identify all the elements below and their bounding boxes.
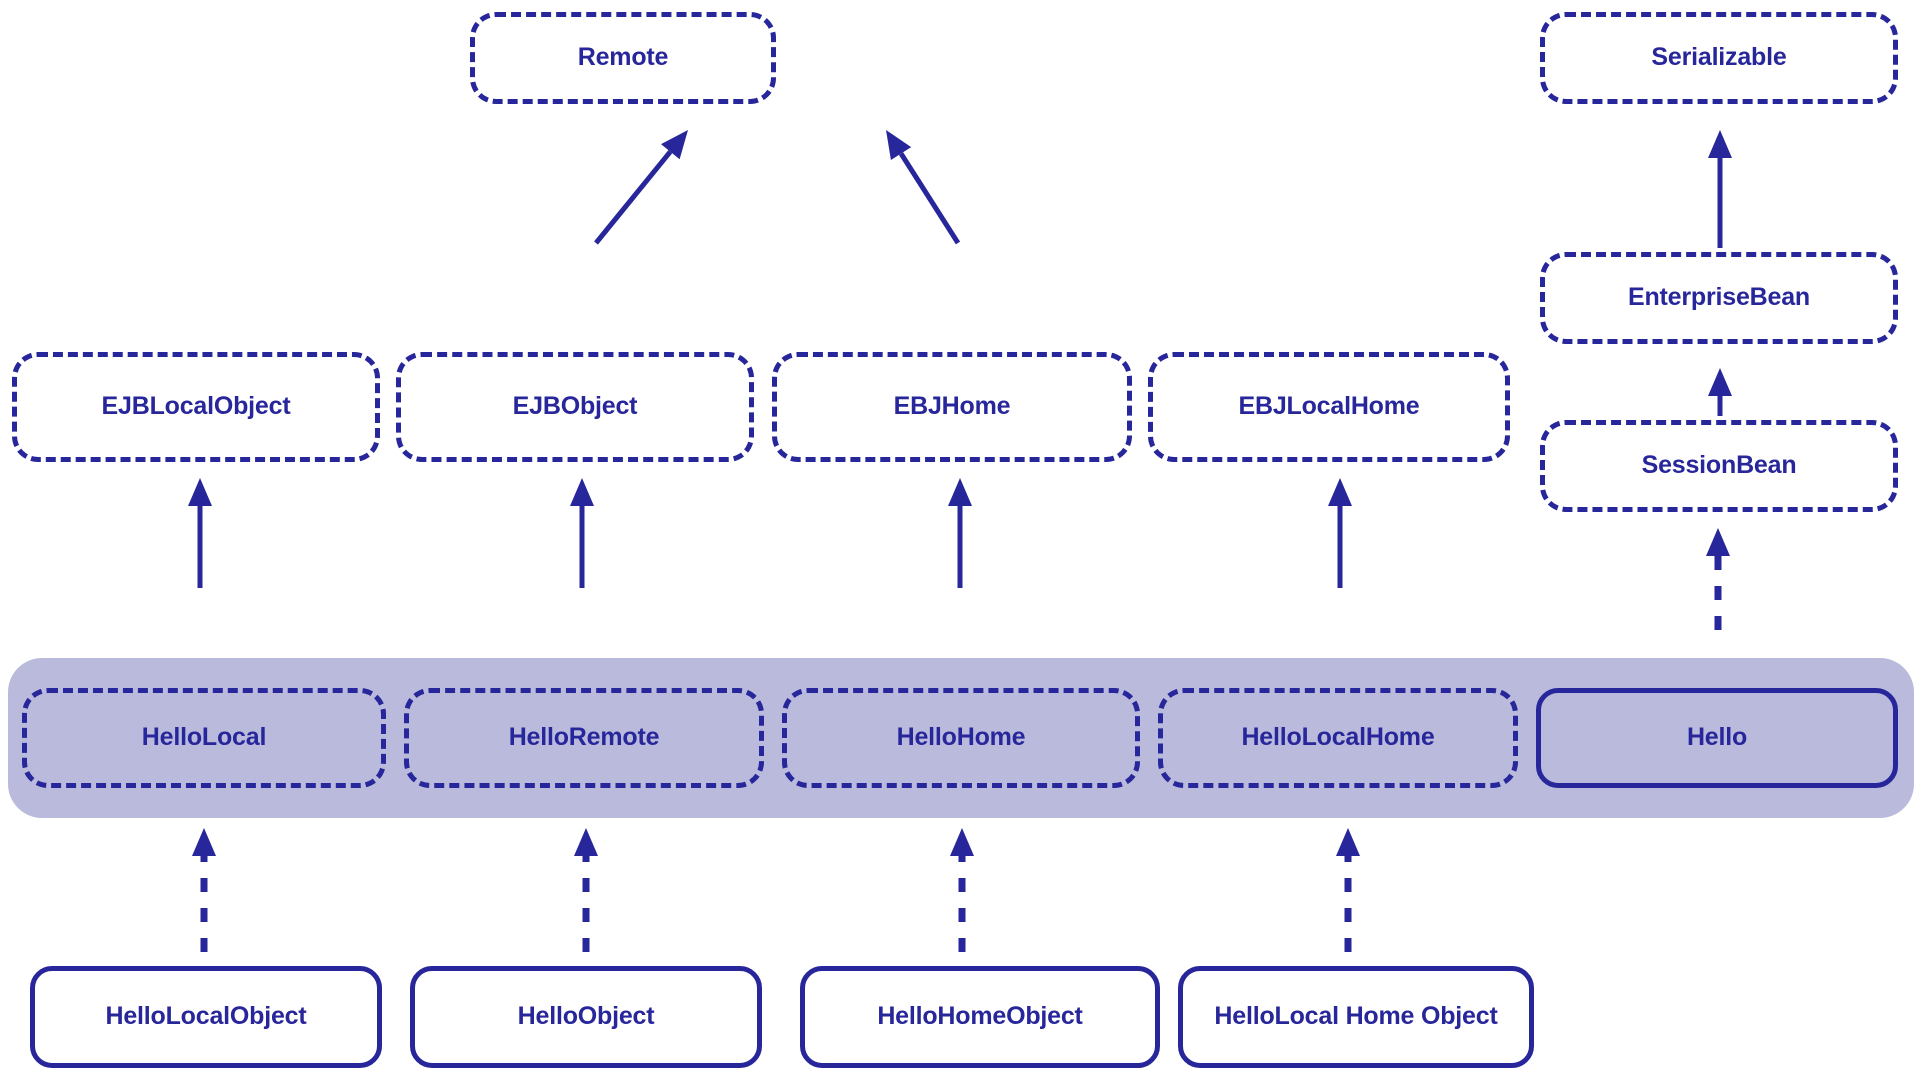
arrowhead xyxy=(188,478,212,506)
edge-hellolochomeobj-to-hellolocalhome xyxy=(1336,828,1360,952)
node-label: EnterpriseBean xyxy=(1628,283,1810,312)
node-ejblocalobject[interactable]: EJBLocalObject xyxy=(12,352,380,462)
node-label: EBJLocalHome xyxy=(1238,392,1420,421)
edge-hellohome-to-ebjhome xyxy=(948,478,972,588)
node-ebjlocalhome[interactable]: EBJLocalHome xyxy=(1148,352,1510,462)
node-label: HelloLocal xyxy=(141,723,267,752)
edge-hellolocalobject-to-hellolocal xyxy=(192,828,216,952)
node-hellohome[interactable]: HelloHome xyxy=(782,688,1140,788)
arrowhead xyxy=(1336,828,1360,856)
node-label: HelloLocalObject xyxy=(105,1002,307,1031)
node-sessionbean[interactable]: SessionBean xyxy=(1540,420,1898,512)
edge-sessionbean-to-enterprisebean xyxy=(1708,368,1732,416)
arrowhead xyxy=(192,828,216,856)
arrowhead xyxy=(886,130,912,161)
node-hellolocal[interactable]: HelloLocal xyxy=(22,688,386,788)
node-label: SessionBean xyxy=(1641,451,1797,480)
arrowhead xyxy=(661,130,688,160)
node-label: HelloLocal Home Object xyxy=(1214,1002,1498,1031)
node-label: HelloRemote xyxy=(508,723,660,752)
arrowhead xyxy=(570,478,594,506)
node-ejbobject[interactable]: EJBObject xyxy=(396,352,754,462)
arrowhead xyxy=(950,828,974,856)
node-helloremote[interactable]: HelloRemote xyxy=(404,688,764,788)
node-label: HelloObject xyxy=(517,1002,655,1031)
edge-helloremote-to-ejbobject xyxy=(570,478,594,588)
node-hello[interactable]: Hello xyxy=(1536,688,1898,788)
node-label: EJBObject xyxy=(512,392,638,421)
node-label: Serializable xyxy=(1651,43,1787,72)
edge-hellohomeobject-to-hellohome xyxy=(950,828,974,952)
edge-hello-to-sessionbean xyxy=(1706,528,1730,630)
edge-ebjhome-to-remote xyxy=(886,130,961,245)
node-ebjhome[interactable]: EBJHome xyxy=(772,352,1132,462)
node-label: HelloHome xyxy=(896,723,1026,752)
node-hellolocalhome[interactable]: HelloLocalHome xyxy=(1158,688,1518,788)
edge-line xyxy=(898,152,961,245)
node-label: EJBLocalObject xyxy=(101,392,291,421)
edge-enterprisebean-to-serializable xyxy=(1708,130,1732,248)
edge-helloobject-to-helloremote xyxy=(574,828,598,952)
edge-hellolocal-to-ejblocalobject xyxy=(188,478,212,588)
edge-hellolocalhome-to-ebjlocalhome xyxy=(1328,478,1352,588)
node-label: Remote xyxy=(577,43,669,72)
arrowhead xyxy=(1708,130,1732,158)
node-hellolochomeobj[interactable]: HelloLocal Home Object xyxy=(1178,966,1534,1068)
node-hellolocalobject[interactable]: HelloLocalObject xyxy=(30,966,382,1068)
node-label: Hello xyxy=(1686,723,1748,752)
arrowhead xyxy=(1328,478,1352,506)
arrowhead xyxy=(948,478,972,506)
node-serializable[interactable]: Serializable xyxy=(1540,12,1898,104)
node-label: HelloHomeObject xyxy=(877,1002,1083,1031)
arrowhead xyxy=(574,828,598,856)
implemented-interfaces-band xyxy=(8,658,1914,818)
node-hellohomeobject[interactable]: HelloHomeObject xyxy=(800,966,1160,1068)
node-label: EBJHome xyxy=(893,392,1011,421)
node-enterprisebean[interactable]: EnterpriseBean xyxy=(1540,252,1898,344)
node-label: HelloLocalHome xyxy=(1241,723,1435,752)
edge-line xyxy=(594,150,673,245)
edge-ejbobject-to-remote xyxy=(594,130,688,245)
node-helloobject[interactable]: HelloObject xyxy=(410,966,762,1068)
node-remote[interactable]: Remote xyxy=(470,12,776,104)
arrowhead xyxy=(1706,528,1730,556)
arrowhead xyxy=(1708,368,1732,396)
